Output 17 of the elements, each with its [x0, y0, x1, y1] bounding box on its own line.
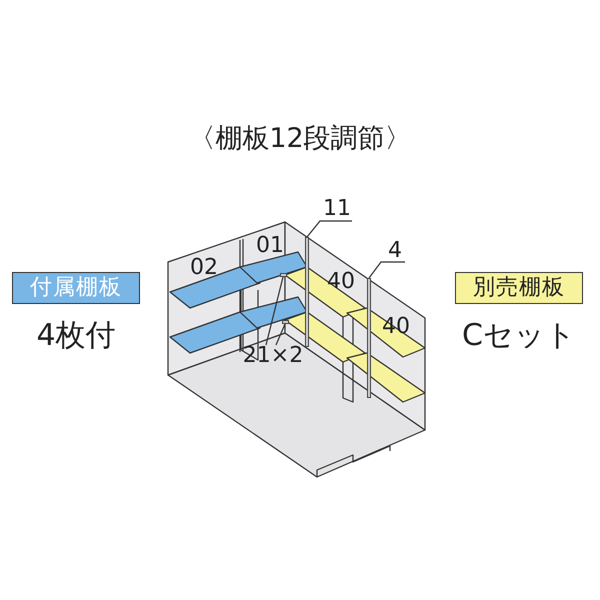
- wall-post: [367, 278, 371, 398]
- shelf-bracket: [280, 273, 287, 277]
- shelf-number: 01: [256, 235, 284, 257]
- shelf-bracket: [282, 320, 289, 324]
- category-tag: 付属棚板: [12, 272, 140, 304]
- quantity-note: 4枚付: [35, 318, 117, 354]
- leader-line: [306, 220, 352, 238]
- wall-post: [305, 237, 309, 347]
- leader-line: [368, 261, 405, 278]
- shelf-number: 02: [190, 257, 218, 279]
- callout-number: 4: [385, 240, 405, 262]
- shelf-number: 40: [327, 271, 355, 293]
- callout-number: 11: [322, 198, 352, 220]
- quantity-note: Cセット: [461, 318, 577, 354]
- leader-line: [275, 324, 286, 346]
- category-tag: 別売棚板: [455, 272, 583, 304]
- title: 〈棚板12段調節〉: [187, 122, 413, 156]
